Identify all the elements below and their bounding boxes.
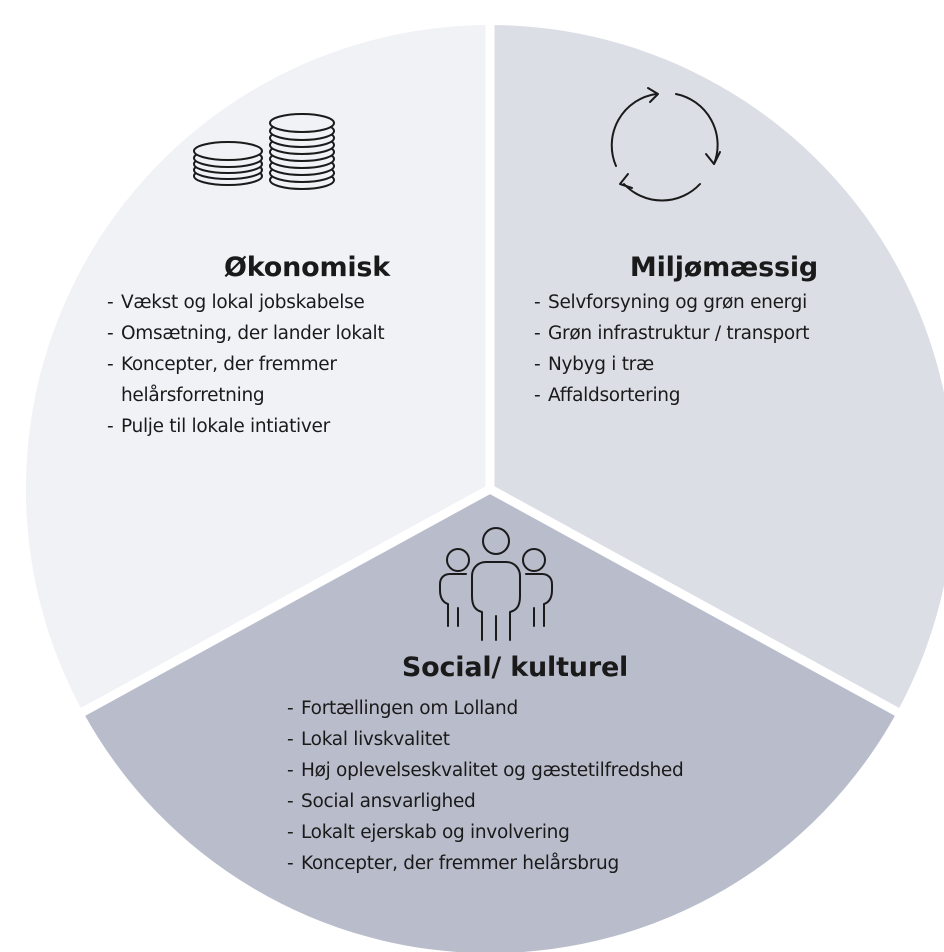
list-item: Koncepter, der fremmer helårsforretning bbox=[107, 349, 421, 411]
section-okonomisk: Økonomisk Vækst og lokal jobskabelse Oms… bbox=[107, 252, 477, 442]
section-social: Social/ kulturel Fortællingen om Lolland… bbox=[287, 652, 787, 879]
list-item: Selvforsyning og grøn energi bbox=[534, 287, 934, 318]
divider-right bbox=[487, 485, 913, 723]
list-item: Social ansvarlighed bbox=[287, 786, 787, 817]
list-item: Grøn infrastruktur / transport bbox=[534, 318, 934, 349]
section-title-miljo: Miljømæssig bbox=[629, 252, 819, 283]
list-item: Lokalt ejerskab og involvering bbox=[287, 817, 787, 848]
bullet-list-miljo: Selvforsyning og grøn energi Grøn infras… bbox=[534, 287, 934, 411]
section-title-social: Social/ kulturel bbox=[401, 652, 629, 683]
coins-icon bbox=[193, 113, 335, 190]
section-miljo: Miljømæssig Selvforsyning og grøn energi… bbox=[534, 252, 934, 411]
bullet-list-social: Fortællingen om Lolland Lokal livskvalit… bbox=[287, 693, 787, 879]
divider-left bbox=[67, 485, 493, 723]
list-item: Fortællingen om Lolland bbox=[287, 693, 787, 724]
people-group-icon bbox=[439, 527, 553, 641]
list-item: Lokal livskvalitet bbox=[287, 724, 787, 755]
list-item: Vækst og lokal jobskabelse bbox=[107, 287, 477, 318]
section-title-okonomisk: Økonomisk bbox=[223, 252, 391, 283]
list-item: Koncepter, der fremmer helårsbrug bbox=[287, 848, 787, 879]
list-item: Affaldsortering bbox=[534, 380, 934, 411]
list-item: Nybyg i træ bbox=[534, 349, 934, 380]
bullet-list-okonomisk: Vækst og lokal jobskabelse Omsætning, de… bbox=[107, 287, 477, 442]
recycle-cycle-icon bbox=[610, 87, 721, 202]
list-item: Omsætning, der lander lokalt bbox=[107, 318, 477, 349]
list-item: Høj oplevelseskvalitet og gæstetilfredsh… bbox=[287, 755, 787, 786]
list-item: Pulje til lokale intiativer bbox=[107, 411, 477, 442]
